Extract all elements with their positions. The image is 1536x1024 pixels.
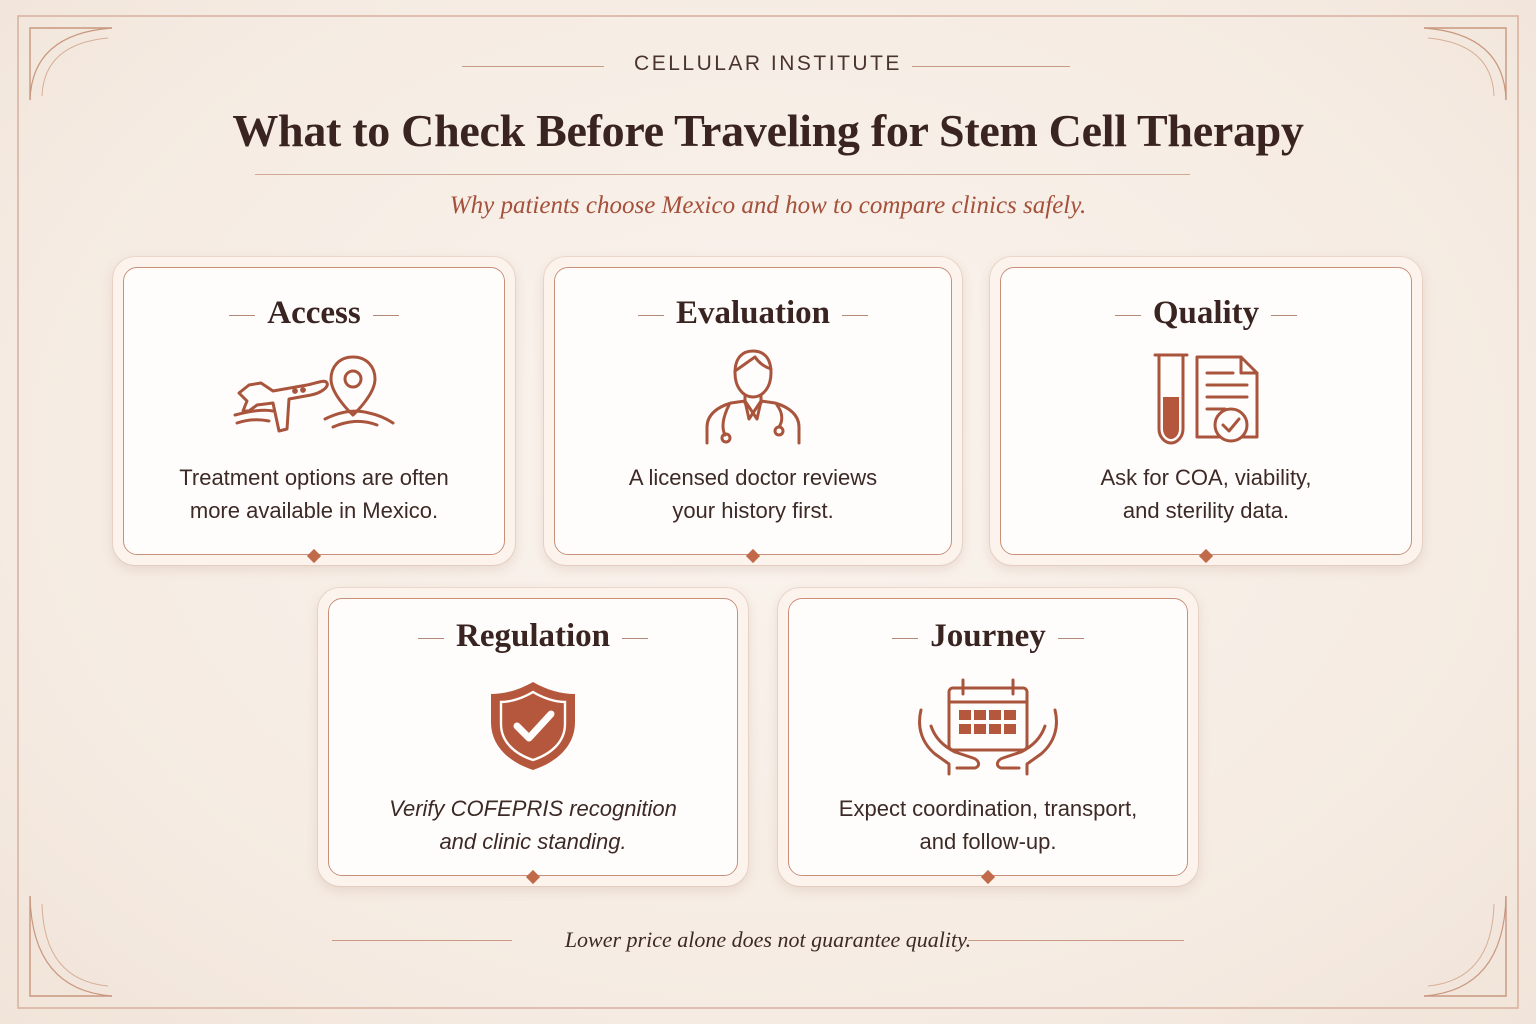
doctor-icon: [705, 349, 801, 445]
test-tube-document-icon: [1153, 353, 1259, 445]
brand-right-rule: [912, 66, 1070, 67]
calendar-hands-icon: [918, 678, 1058, 776]
page-subtitle: Why patients choose Mexico and how to co…: [449, 192, 1087, 219]
page-title: What to Check Before Traveling for Stem …: [232, 105, 1304, 156]
brand-name: CELLULAR INSTITUTE: [634, 52, 902, 75]
card-description: Treatment options are often more availab…: [179, 465, 449, 523]
card-description: Verify COFEPRIS recognition and clinic s…: [389, 796, 677, 854]
card-journey: Journey Expect coordination,: [778, 588, 1198, 886]
brand-header: CELLULAR INSTITUTE: [0, 52, 1536, 76]
shield-check-icon: [491, 682, 575, 770]
card-quality: Quality Ask for COA, viability, and ster…: [990, 257, 1422, 565]
footer-right-rule: [968, 940, 1184, 941]
card-evaluation: Evaluation A licensed doctor reviews you…: [544, 257, 962, 565]
brand-left-rule: [462, 66, 604, 67]
card-title: Journey: [788, 618, 1188, 655]
card-title: Evaluation: [554, 295, 952, 332]
card-title: Quality: [1000, 295, 1412, 332]
card-description: A licensed doctor reviews your history f…: [628, 465, 878, 523]
airplane-location-icon: [233, 355, 395, 433]
card-description: Expect coordination, transport, and foll…: [838, 796, 1138, 854]
card-access: Access Treatment options are often more …: [113, 257, 515, 565]
card-title: Regulation: [328, 618, 738, 655]
footer-note: Lower price alone does not guarantee qua…: [564, 927, 972, 952]
card-title: Access: [123, 295, 505, 332]
card-regulation: Regulation Verify COFEPRIS recognition a…: [318, 588, 748, 886]
title-divider: [255, 174, 1190, 175]
footer-left-rule: [332, 940, 512, 941]
card-description: Ask for COA, viability, and sterility da…: [1100, 465, 1312, 523]
